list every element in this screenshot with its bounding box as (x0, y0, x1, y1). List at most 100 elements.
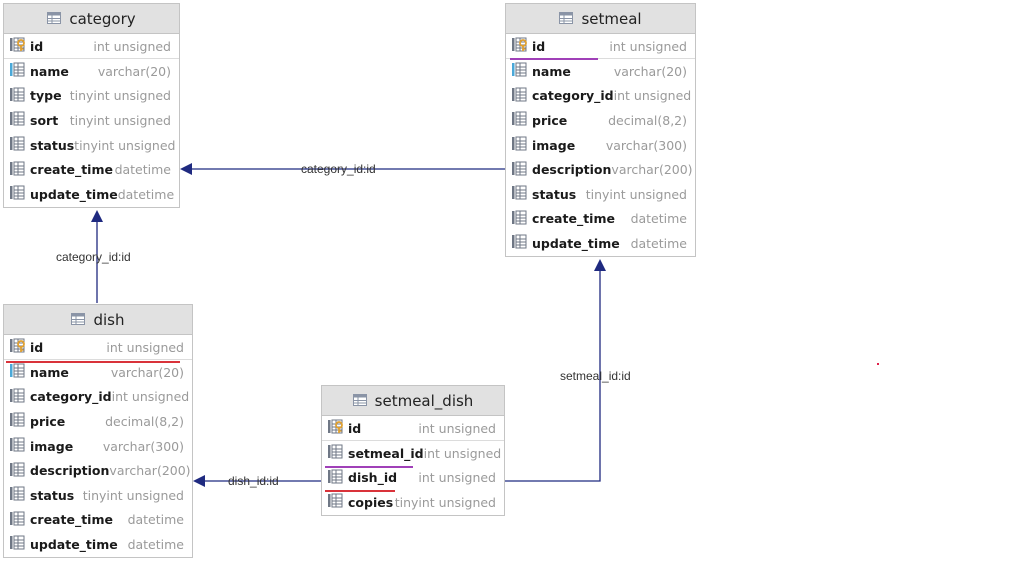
column-name: price (532, 112, 568, 128)
column-name: image (30, 438, 74, 454)
column-type: int unsigned (613, 88, 692, 104)
highlight-underline (325, 490, 395, 492)
column-icon (511, 161, 532, 179)
column-row[interactable]: id int unsigned (506, 34, 695, 59)
label-dish-category: category_id:id (56, 250, 131, 264)
column-row[interactable]: type tinyint unsigned (4, 84, 179, 109)
table-title: setmeal (581, 9, 642, 28)
column-row[interactable]: image varchar(300) (506, 133, 695, 158)
table-header[interactable]: dish (4, 305, 192, 335)
highlight-underline (6, 361, 180, 363)
column-icon (511, 87, 532, 105)
column-type: datetime (127, 512, 184, 528)
column-type: datetime (114, 162, 171, 178)
column-name: price (30, 413, 66, 429)
table-icon (71, 311, 86, 329)
table-title: setmeal_dish (374, 391, 474, 410)
column-row[interactable]: price decimal(8,2) (506, 108, 695, 133)
column-icon (511, 210, 532, 228)
column-name: id (30, 339, 44, 355)
highlight-underline (510, 58, 598, 60)
column-icon (9, 535, 30, 553)
column-name: image (532, 137, 576, 153)
column-type: int unsigned (418, 470, 496, 486)
column-name: setmeal_id (348, 445, 424, 461)
column-icon (9, 136, 30, 154)
column-icon (511, 234, 532, 252)
column-type: int unsigned (93, 38, 171, 54)
column-icon (327, 469, 348, 487)
column-type: varchar(300) (605, 137, 687, 153)
column-type: tinyint unsigned (69, 112, 171, 128)
column-type: int unsigned (609, 38, 687, 54)
column-name: update_time (532, 235, 620, 251)
column-name: update_time (30, 536, 118, 552)
table-header[interactable]: setmeal (506, 4, 695, 34)
label-setmeal-dish-dish: dish_id:id (228, 474, 279, 488)
column-name: description (30, 463, 110, 479)
column-icon (511, 62, 532, 80)
column-type: datetime (630, 235, 687, 251)
column-name: id (532, 38, 546, 54)
column-name: type (30, 88, 62, 104)
column-name: category_id (532, 88, 614, 104)
column-name: create_time (532, 211, 615, 227)
column-type: varchar(300) (102, 438, 184, 454)
column-type: decimal(8,2) (105, 413, 184, 429)
column-type: tinyint unsigned (394, 494, 496, 510)
column-type: decimal(8,2) (608, 112, 687, 128)
column-icon (9, 388, 30, 406)
table-header[interactable]: category (4, 4, 179, 34)
column-icon (9, 185, 30, 203)
column-row[interactable]: image varchar(300) (4, 434, 192, 459)
table-title: dish (93, 310, 125, 329)
label-setmeal-dish-setmeal: setmeal_id:id (560, 369, 631, 383)
primary-key-icon (511, 37, 532, 55)
column-name: name (30, 63, 69, 79)
column-type: varchar(20) (613, 63, 687, 79)
label-setmeal-category: category_id:id (301, 162, 376, 176)
column-name: id (30, 38, 44, 54)
primary-key-icon (9, 37, 30, 55)
column-icon (9, 412, 30, 430)
column-name: dish_id (348, 470, 398, 486)
column-type: tinyint unsigned (82, 487, 184, 503)
column-icon (9, 462, 30, 480)
column-row[interactable]: price decimal(8,2) (4, 409, 192, 434)
table-icon (352, 392, 367, 410)
column-row[interactable]: id int unsigned (4, 34, 179, 59)
table-header[interactable]: setmeal_dish (322, 386, 504, 416)
column-type: int unsigned (418, 420, 496, 436)
column-row[interactable]: dish_id int unsigned (322, 466, 504, 491)
column-row[interactable]: update_time datetime (506, 231, 695, 256)
column-icon (9, 111, 30, 129)
column-type: tinyint unsigned (69, 88, 171, 104)
column-name: description (532, 162, 612, 178)
column-type: tinyint unsigned (74, 137, 176, 153)
column-icon (9, 87, 30, 105)
